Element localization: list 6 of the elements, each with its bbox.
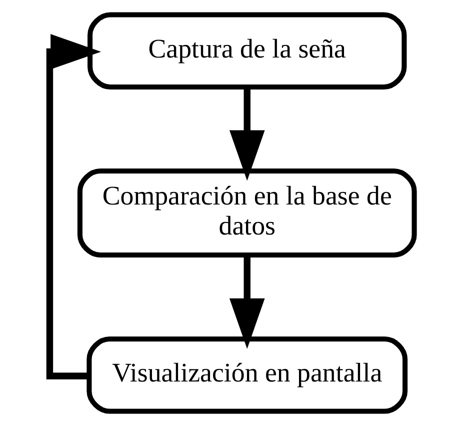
arrow [228,88,264,181]
node-box: Comparación en la base de datos [76,168,416,258]
node-box: Visualización en pantalla [86,336,408,414]
arrow [46,34,101,380]
arrow [228,255,264,349]
node-box: Captura de la seña [87,12,406,90]
